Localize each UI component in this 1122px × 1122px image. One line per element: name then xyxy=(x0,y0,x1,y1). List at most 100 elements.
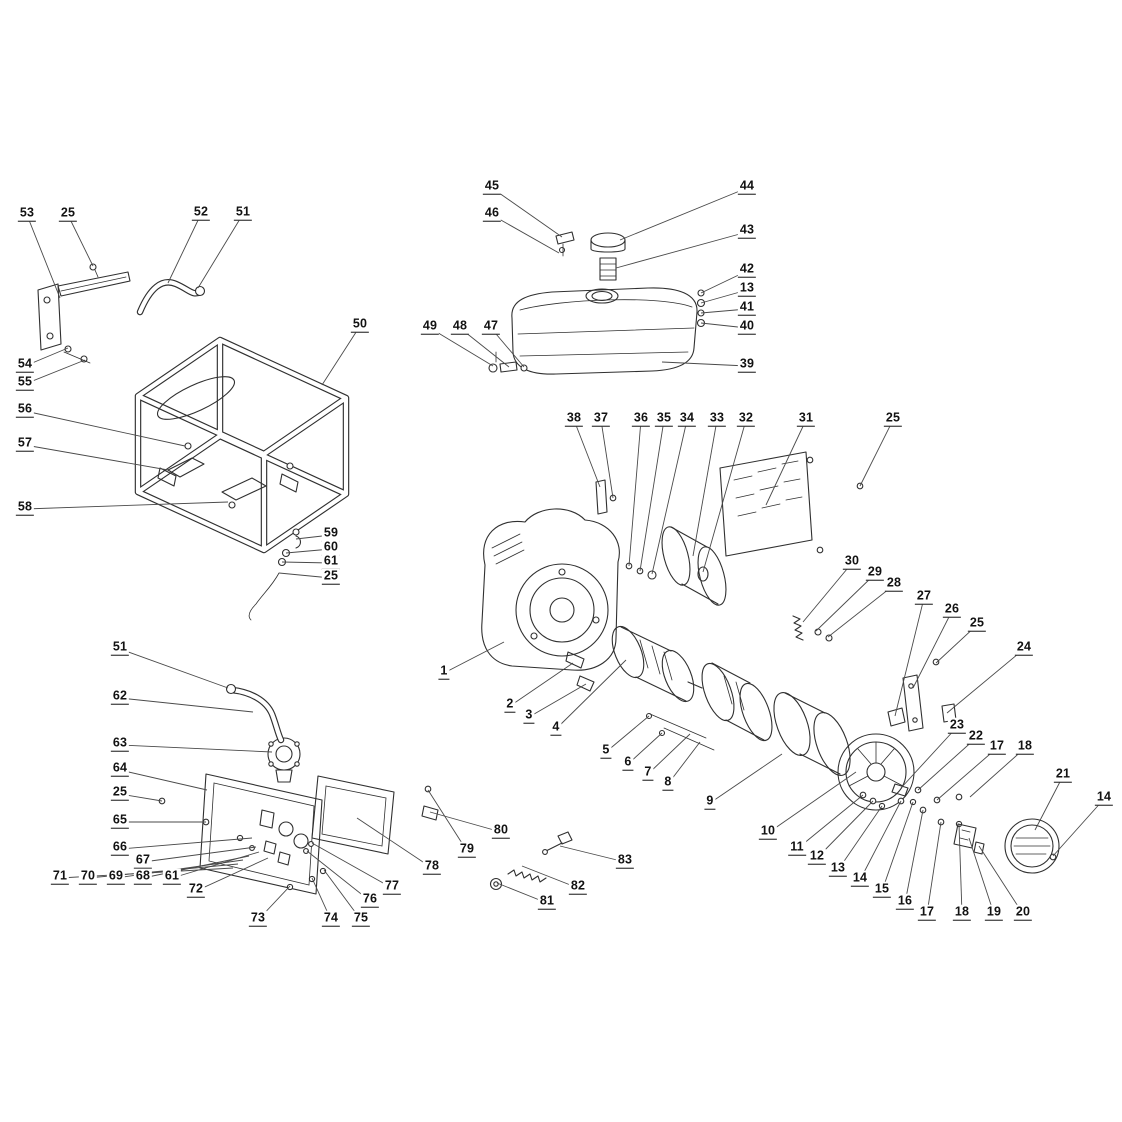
leader-line-control-panel-66 xyxy=(119,837,253,850)
part-label-18: 18 xyxy=(1015,738,1035,755)
leader-line-generator-26 xyxy=(912,610,953,689)
part-label-4: 4 xyxy=(550,719,562,736)
leader-line-control-panel-68 xyxy=(142,855,250,879)
part-label-48: 48 xyxy=(450,318,470,335)
leader-line-generator-10 xyxy=(767,771,857,834)
part-label-52: 52 xyxy=(191,204,211,221)
part-label-57: 57 xyxy=(15,435,35,452)
frame-assembly xyxy=(134,336,350,621)
part-label-78: 78 xyxy=(422,858,442,875)
rear-bracket-and-cover xyxy=(792,615,1060,874)
part-label-68: 68 xyxy=(133,868,153,885)
part-label-1: 1 xyxy=(438,663,450,680)
part-label-8: 8 xyxy=(662,774,674,791)
part-label-25: 25 xyxy=(321,568,341,585)
rotor-and-stator xyxy=(611,625,851,776)
part-label-34: 34 xyxy=(677,410,697,427)
leader-line-generator-15 xyxy=(881,801,914,892)
part-label-61: 61 xyxy=(162,868,182,885)
part-label-24: 24 xyxy=(1014,639,1034,656)
leader-line-control-panel-67 xyxy=(142,846,257,863)
control-panel-assembly xyxy=(158,683,573,895)
leader-line-fuel-tank-44 xyxy=(619,187,748,241)
part-label-25: 25 xyxy=(883,410,903,427)
leader-line-generator-28 xyxy=(827,584,895,638)
part-label-83: 83 xyxy=(615,852,635,869)
part-label-41: 41 xyxy=(737,299,757,316)
leader-line-generator-14 xyxy=(859,800,902,881)
part-label-15: 15 xyxy=(872,881,892,898)
leader-line-control-panel-61 xyxy=(171,851,260,879)
leader-line-handle-25 xyxy=(67,214,94,267)
part-label-30: 30 xyxy=(842,553,862,570)
leader-line-generator-6 xyxy=(627,732,663,765)
part-label-14: 14 xyxy=(850,870,870,887)
leader-line-generator-30 xyxy=(802,562,853,623)
leader-line-generator-11 xyxy=(796,794,864,850)
leader-line-control-panel-78 xyxy=(356,817,433,869)
part-label-66: 66 xyxy=(110,839,130,856)
leader-line-generator-5 xyxy=(605,715,650,753)
part-label-28: 28 xyxy=(884,575,904,592)
leader-line-fuel-tank-39 xyxy=(661,361,748,367)
leader-line-generator-29 xyxy=(815,573,876,632)
leader-line-generator-12 xyxy=(816,800,874,859)
leader-line-generator-9 xyxy=(709,753,783,804)
part-label-9: 9 xyxy=(704,793,716,810)
part-label-35: 35 xyxy=(654,410,674,427)
leader-line-control-panel-64 xyxy=(119,769,208,791)
part-label-73: 73 xyxy=(248,910,268,927)
leader-line-generator-19 xyxy=(968,837,995,915)
part-label-26: 26 xyxy=(942,601,962,618)
part-label-56: 56 xyxy=(15,401,35,418)
leader-line-engine-1 xyxy=(443,641,505,674)
part-label-76: 76 xyxy=(360,891,380,908)
leader-line-fuel-tank-45 xyxy=(491,187,563,238)
part-label-79: 79 xyxy=(457,841,477,858)
part-label-70: 70 xyxy=(78,868,98,885)
leader-line-generator-27 xyxy=(894,597,925,717)
leader-line-engine-37 xyxy=(600,419,614,499)
leader-line-frame-56 xyxy=(24,410,186,447)
part-label-82: 82 xyxy=(568,878,588,895)
leader-line-generator-21 xyxy=(1034,775,1064,831)
part-label-25: 25 xyxy=(58,205,78,222)
part-label-53: 53 xyxy=(17,205,37,222)
part-label-5: 5 xyxy=(600,742,612,759)
part-label-32: 32 xyxy=(736,410,756,427)
leader-line-fuel-tank-46 xyxy=(491,214,560,254)
part-label-43: 43 xyxy=(737,222,757,239)
part-label-47: 47 xyxy=(481,318,501,335)
part-label-37: 37 xyxy=(591,410,611,427)
part-label-33: 33 xyxy=(707,410,727,427)
part-label-71: 71 xyxy=(50,868,70,885)
part-label-13: 13 xyxy=(737,280,757,297)
part-label-20: 20 xyxy=(1013,904,1033,921)
leader-line-frame-50 xyxy=(321,325,361,386)
part-label-13: 13 xyxy=(828,860,848,877)
part-label-81: 81 xyxy=(537,893,557,910)
part-label-11: 11 xyxy=(788,839,806,856)
part-label-25: 25 xyxy=(967,615,987,632)
part-label-22: 22 xyxy=(966,728,986,745)
leader-line-control-panel-72 xyxy=(195,857,269,892)
part-label-7: 7 xyxy=(642,764,654,781)
part-label-39: 39 xyxy=(737,356,757,373)
leader-line-generator-16 xyxy=(904,809,924,904)
part-label-74: 74 xyxy=(321,910,341,927)
part-label-50: 50 xyxy=(350,316,370,333)
part-label-6: 6 xyxy=(622,754,634,771)
leader-line-frame-58 xyxy=(24,501,229,510)
leader-line-engine-2 xyxy=(509,662,574,707)
part-label-64: 64 xyxy=(110,760,130,777)
part-label-27: 27 xyxy=(914,588,934,605)
part-label-72: 72 xyxy=(186,881,206,898)
leader-line-control-panel-80 xyxy=(429,811,502,833)
leader-line-engine-25 xyxy=(859,419,894,487)
leader-line-engine-34 xyxy=(651,419,688,575)
part-label-77: 77 xyxy=(382,878,402,895)
leader-line-handle-53 xyxy=(26,214,61,299)
part-label-2: 2 xyxy=(504,696,516,713)
part-label-3: 3 xyxy=(523,707,535,724)
